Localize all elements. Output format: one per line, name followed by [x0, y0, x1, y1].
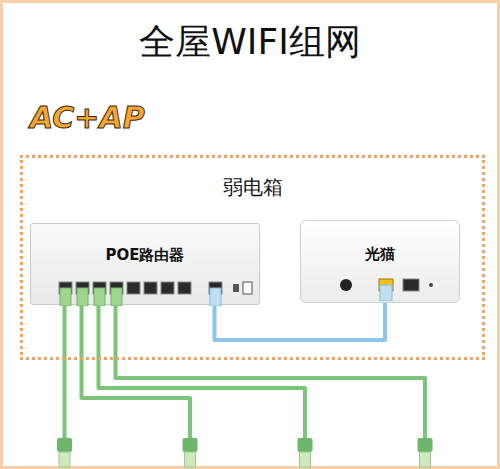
cable-plugs — [57, 438, 433, 467]
scheme-label: AC+AP — [30, 100, 145, 135]
diagram-title: 全屋WIFI组网 — [0, 18, 500, 67]
node-label: 弱电箱 — [23, 174, 482, 201]
cabinet-region: 弱电箱 POE路由器 光猫 — [20, 155, 485, 360]
optical-modem: 光猫 — [300, 220, 460, 303]
lan-cable — [116, 305, 426, 440]
uplink-cable — [215, 303, 386, 340]
router-ports — [31, 224, 261, 306]
poe-router: POE路由器 — [30, 223, 260, 305]
lan-cable — [99, 305, 306, 440]
lan-cable — [63, 305, 67, 440]
node-label: 光猫 — [301, 245, 459, 264]
node-label: POE路由器 — [31, 246, 259, 265]
